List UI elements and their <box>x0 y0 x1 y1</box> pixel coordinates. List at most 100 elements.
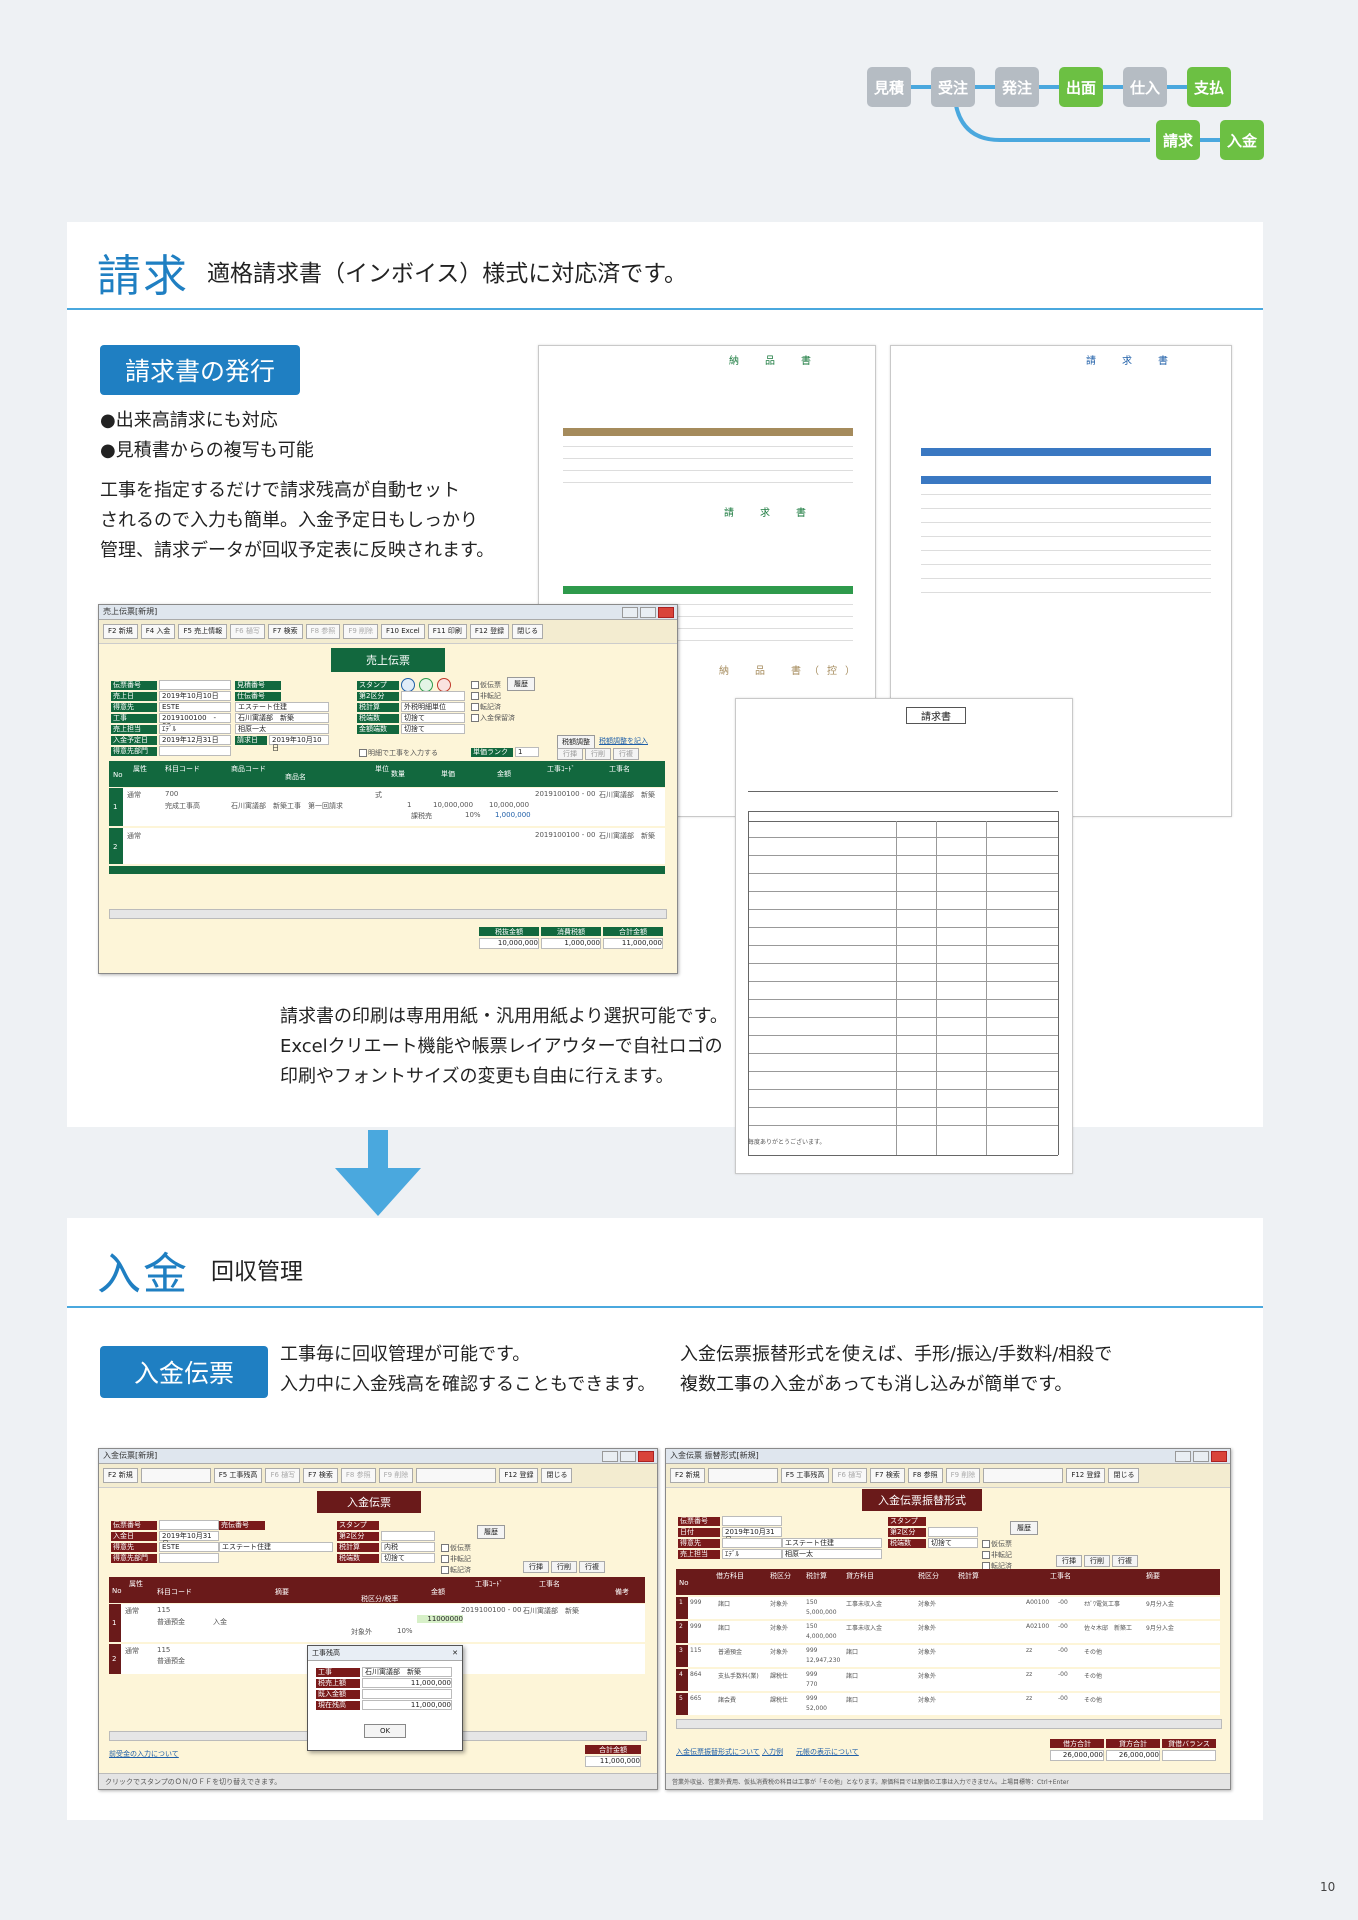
fkey-reference[interactable]: F8 参照 <box>305 624 341 639</box>
table-row[interactable] <box>123 828 665 864</box>
customer-name-field[interactable]: エステート住建 <box>235 702 329 712</box>
tax-round-field[interactable]: 切捨て <box>928 1538 978 1548</box>
fkey-search[interactable]: F7 検索 <box>870 1468 905 1483</box>
input-example-link[interactable]: 入力例 <box>762 1748 783 1756</box>
minimize-icon[interactable] <box>1175 1451 1191 1462</box>
fkey-delete[interactable]: F9 削除 <box>343 624 379 639</box>
checkbox-no-post[interactable] <box>471 692 479 700</box>
row-insert-button[interactable]: 行挿 <box>557 748 583 760</box>
maximize-icon[interactable] <box>620 1451 636 1462</box>
row1-amount[interactable]: 11000000 <box>417 1615 463 1623</box>
tax-adjust-link[interactable]: 税額調整を記入 <box>599 737 648 745</box>
stamp-blue-icon[interactable] <box>401 678 415 692</box>
stamp-red-icon[interactable] <box>437 678 451 692</box>
history-button[interactable]: 履歴 <box>507 677 535 691</box>
close-icon[interactable] <box>1211 1451 1227 1462</box>
construction-field[interactable]: 2019100100 - 00 <box>159 713 231 730</box>
stamp-green-icon[interactable] <box>419 678 433 692</box>
tanka-rank-field[interactable]: 1 <box>515 747 539 757</box>
checkbox-temp[interactable] <box>471 681 479 689</box>
kubun-2-field[interactable] <box>401 691 465 701</box>
table-row[interactable] <box>121 1604 645 1642</box>
fkey-copy[interactable]: F6 樋写 <box>832 1468 868 1483</box>
fkey-new[interactable]: F2 新規 <box>670 1468 705 1483</box>
construction-name-field[interactable]: 石川寓議部 新築 <box>235 713 329 723</box>
close-button[interactable]: 閉じる <box>512 624 544 639</box>
fkey-search[interactable]: F7 検索 <box>303 1468 338 1483</box>
row-delete-button[interactable]: 行削 <box>585 748 611 760</box>
fkey-print[interactable]: F11 印刷 <box>427 624 467 639</box>
tax-calc-field[interactable]: 内税 <box>381 1542 435 1552</box>
history-button[interactable]: 履歴 <box>1010 1521 1038 1535</box>
minimize-icon[interactable] <box>602 1451 618 1462</box>
checkbox-no-post[interactable] <box>441 1555 449 1563</box>
row-copy-button[interactable]: 行複 <box>579 1561 605 1573</box>
table-row[interactable] <box>688 1669 1220 1691</box>
fkey-register[interactable]: F12 登録 <box>469 624 510 639</box>
checkbox-posted[interactable] <box>441 1566 449 1574</box>
customer-dept-field[interactable] <box>159 1553 219 1563</box>
sales-staff-field[interactable]: ｴﾃﾞﾙ <box>722 1549 782 1559</box>
row-delete-button[interactable]: 行削 <box>551 1561 577 1573</box>
advance-payment-link[interactable]: 前受金の入力について <box>109 1750 179 1758</box>
tax-round-field[interactable]: 切捨て <box>381 1553 435 1563</box>
close-button[interactable]: 閉じる <box>1108 1468 1140 1483</box>
fkey-construction-balance[interactable]: F5 工事残高 <box>213 1468 263 1483</box>
fkey-reference[interactable]: F8 参照 <box>907 1468 943 1483</box>
close-button[interactable]: 閉じる <box>541 1468 573 1483</box>
fkey-new[interactable]: F2 新規 <box>103 624 138 639</box>
checkbox-hold[interactable] <box>471 714 479 722</box>
customer-name-field[interactable]: エステート住建 <box>219 1542 333 1552</box>
customer-dept-field[interactable] <box>159 746 231 756</box>
sales-date-field[interactable]: 2019年10月10日 <box>159 691 231 701</box>
row-insert-button[interactable]: 行挿 <box>523 1561 549 1573</box>
popup-ok-button[interactable]: OK <box>364 1724 406 1738</box>
history-button[interactable]: 履歴 <box>477 1525 505 1539</box>
horizontal-scrollbar[interactable] <box>676 1719 1222 1729</box>
customer-field[interactable]: ESTE <box>159 1542 219 1552</box>
customer-field[interactable]: ESTE <box>159 702 231 712</box>
table-row[interactable] <box>123 788 665 826</box>
minimize-icon[interactable] <box>622 607 638 618</box>
tax-adjust-button[interactable]: 税額調整 <box>557 735 595 749</box>
slip-no-field[interactable] <box>159 680 231 690</box>
sales-staff-field[interactable]: ｴﾃﾞﾙ <box>159 724 231 734</box>
fkey-sales-info[interactable]: F5 売上情報 <box>178 624 228 639</box>
close-icon[interactable] <box>658 607 674 618</box>
row-insert-button[interactable]: 行挿 <box>1056 1555 1082 1567</box>
checkbox-posted[interactable] <box>471 703 479 711</box>
table-row[interactable] <box>688 1597 1220 1619</box>
fkey-delete[interactable]: F9 削除 <box>945 1468 981 1483</box>
fkey-reference[interactable]: F8 参照 <box>340 1468 376 1483</box>
fkey-excel[interactable]: F10 Excel <box>381 624 425 639</box>
table-row[interactable] <box>688 1645 1220 1667</box>
row-copy-button[interactable]: 行複 <box>613 748 639 760</box>
fkey-register[interactable]: F12 登録 <box>499 1468 539 1483</box>
row-delete-button[interactable]: 行削 <box>1084 1555 1110 1567</box>
fkey-delete[interactable]: F9 削除 <box>378 1468 414 1483</box>
fkey-search[interactable]: F7 検索 <box>267 624 303 639</box>
maximize-icon[interactable] <box>1193 1451 1209 1462</box>
checkbox-no-post[interactable] <box>982 1551 990 1559</box>
slip-no-field[interactable] <box>722 1516 782 1526</box>
checkbox-temp[interactable] <box>982 1540 990 1548</box>
maximize-icon[interactable] <box>640 607 656 618</box>
invoice-date-field[interactable]: 2019年10月10日 <box>269 735 329 752</box>
ledger-display-link[interactable]: 元帳の表示について <box>796 1748 859 1756</box>
fkey-new[interactable]: F2 新規 <box>103 1468 138 1483</box>
popup-close-icon[interactable]: ✕ <box>452 1649 458 1657</box>
amount-round-field[interactable]: 切捨て <box>401 724 465 734</box>
close-icon[interactable] <box>638 1451 654 1462</box>
horizontal-scrollbar[interactable] <box>109 909 667 919</box>
customer-name-field[interactable]: エステート住建 <box>782 1538 882 1548</box>
fkey-construction-balance[interactable]: F5 工事残高 <box>780 1468 830 1483</box>
receipt-date-field[interactable]: 2019年12月31日 <box>159 735 231 745</box>
checkbox-temp[interactable] <box>441 1544 449 1552</box>
fkey-register[interactable]: F12 登録 <box>1066 1468 1106 1483</box>
row-copy-button[interactable]: 行複 <box>1112 1555 1138 1567</box>
checkbox-detail-construction[interactable] <box>359 749 367 757</box>
date-field[interactable]: 2019年10月31日 <box>722 1527 782 1544</box>
tax-round-field[interactable]: 切捨て <box>401 713 465 723</box>
table-row[interactable] <box>688 1693 1220 1715</box>
slip-no-field[interactable] <box>159 1520 219 1530</box>
